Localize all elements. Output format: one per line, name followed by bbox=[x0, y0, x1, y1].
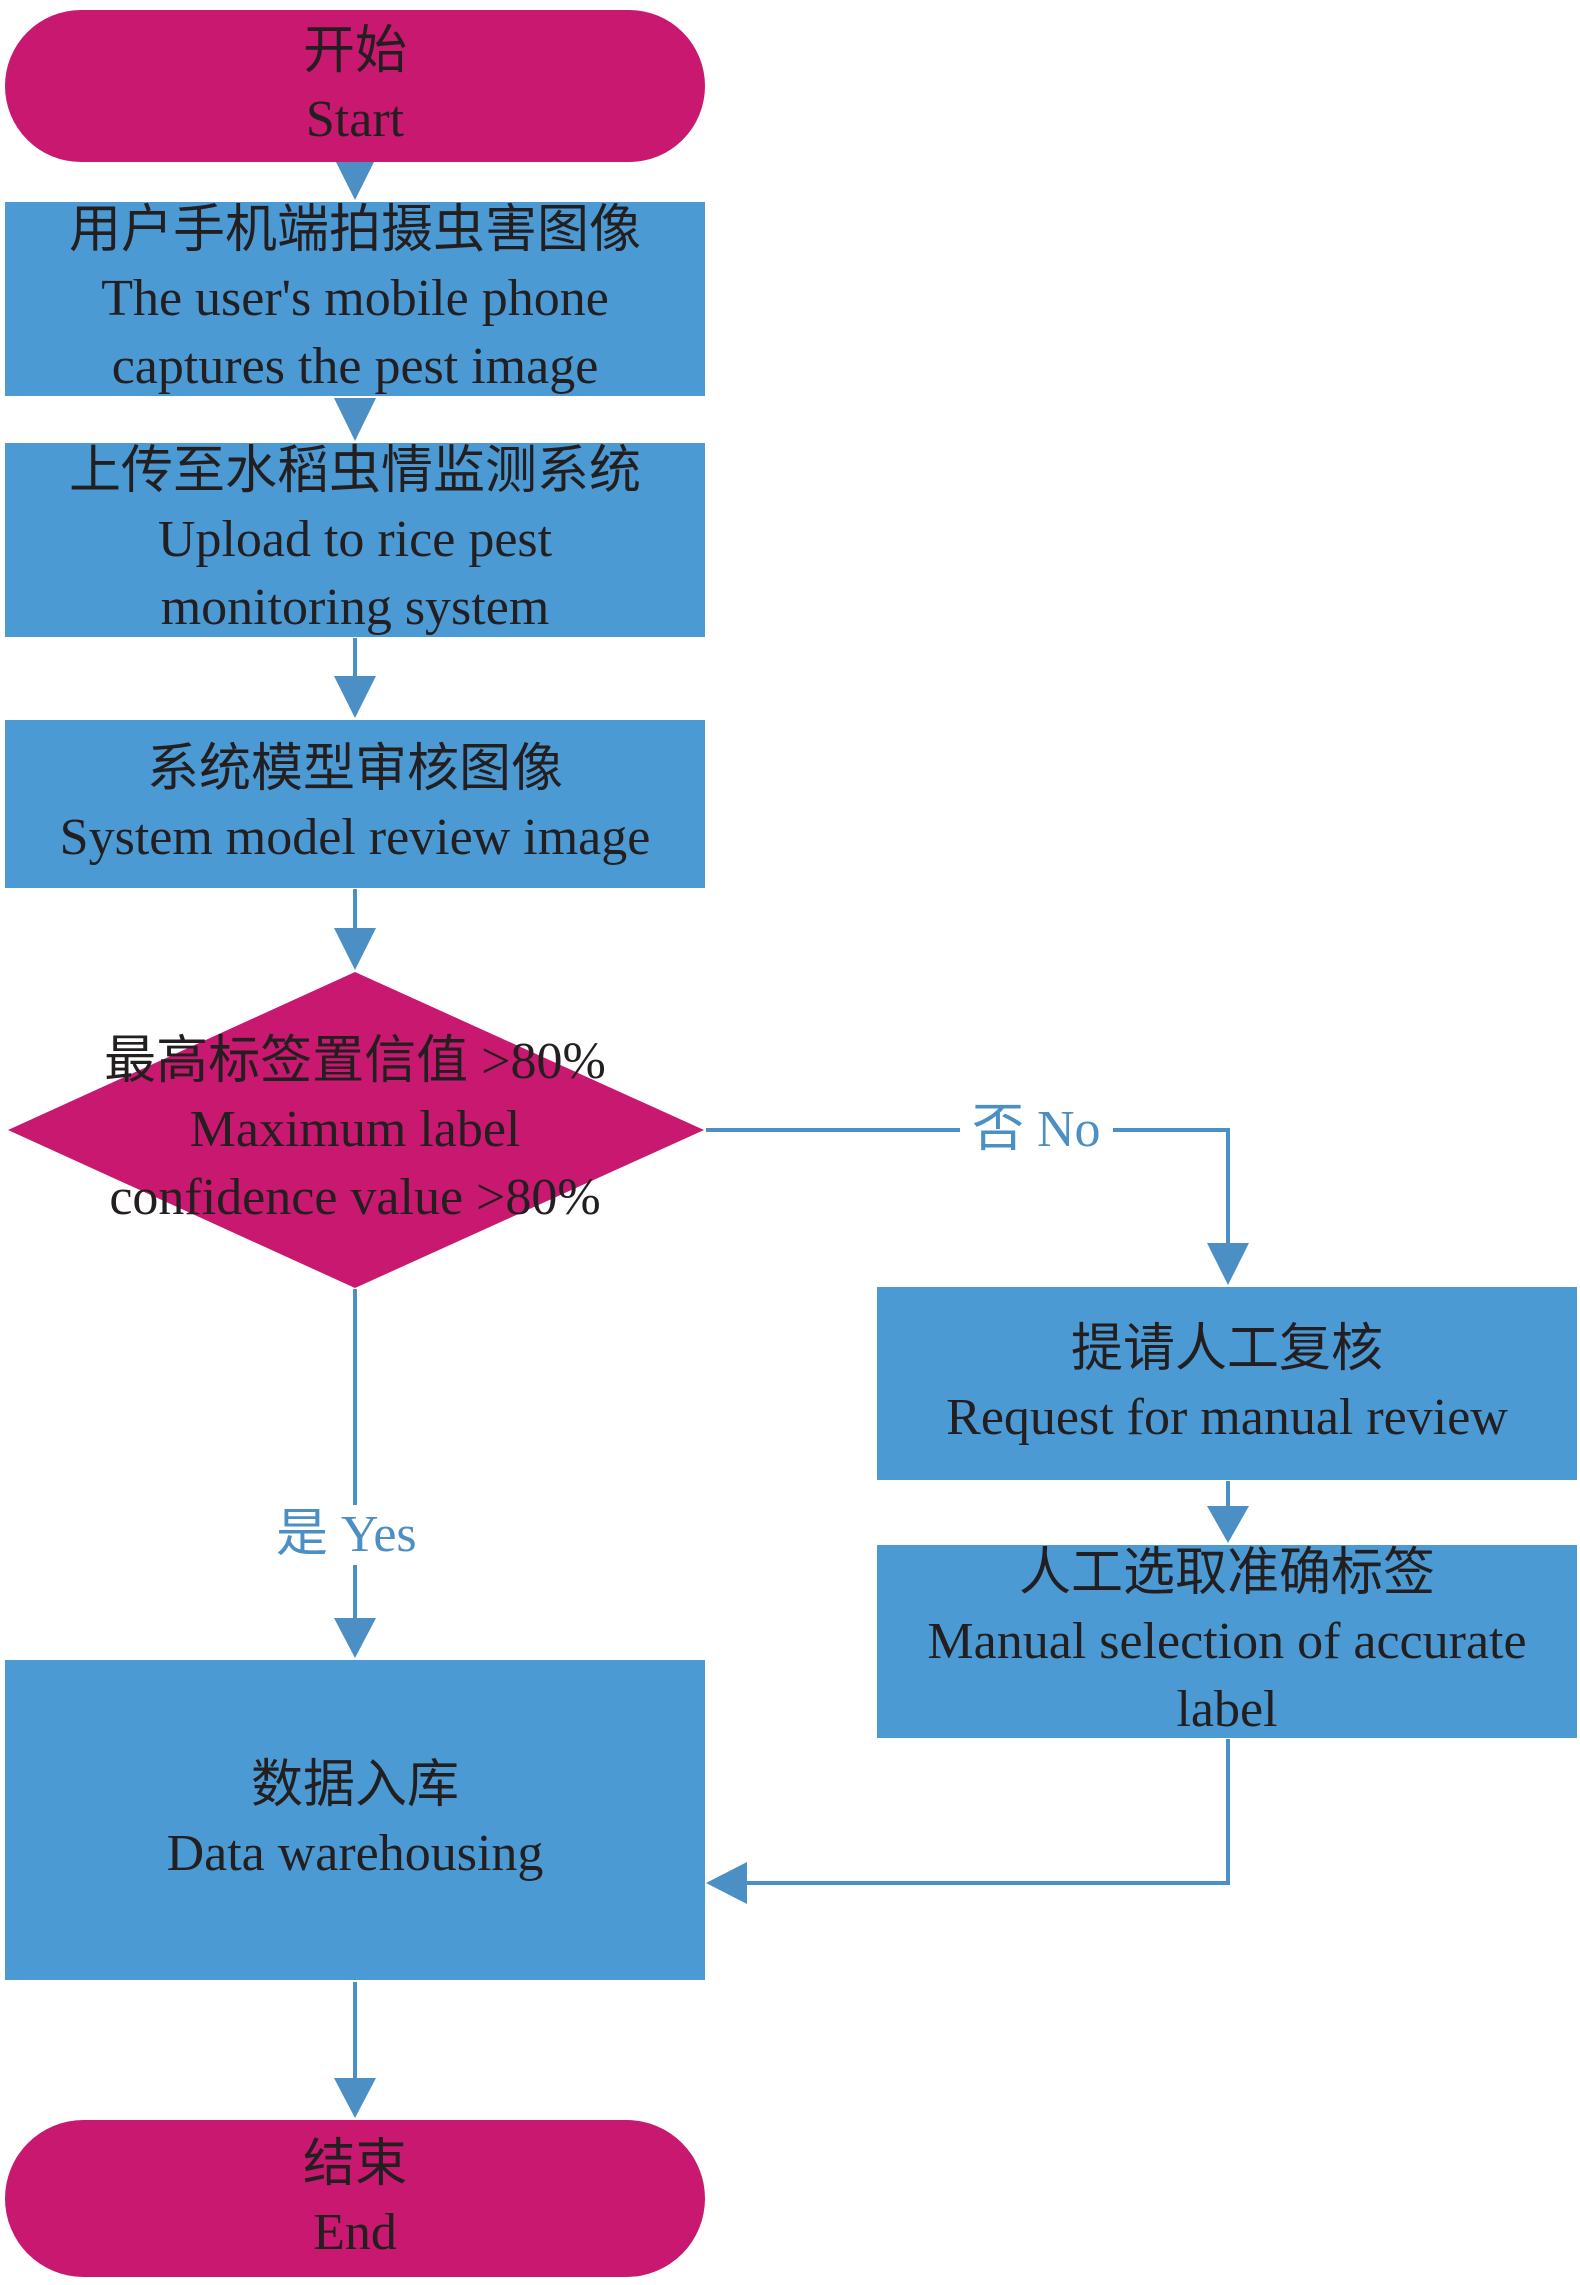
upload-label-zh: 上传至水稻虫情监测系统 bbox=[68, 443, 641, 500]
capture-label-zh: 用户手机端拍摄虫害图像 bbox=[68, 202, 641, 259]
model-review-step: 系统模型审核图像 System model review image bbox=[5, 720, 705, 888]
warehouse-label-en: Data warehousing bbox=[166, 1825, 544, 1882]
arrow-review-to-decision bbox=[334, 889, 376, 970]
capture-image-step: 用户手机端拍摄虫害图像 The user's mobile phone capt… bbox=[5, 202, 705, 396]
start-terminal: 开始 Start bbox=[5, 10, 705, 162]
start-label-en: Start bbox=[305, 91, 405, 148]
decision-label-en-1: Maximum label bbox=[189, 1101, 521, 1158]
arrow-capture-to-upload bbox=[334, 398, 376, 441]
manual-label-selection-step: 人工选取准确标签 Manual selection of accurate la… bbox=[877, 1545, 1577, 1738]
manual-request-label-en: Request for manual review bbox=[946, 1388, 1508, 1446]
arrow-upload-to-review bbox=[334, 638, 376, 718]
decision-label: 最高标签置信值 >80% Maximum label confidence va… bbox=[0, 1028, 710, 1232]
arrow-decision-no-branch bbox=[706, 1128, 1249, 1285]
arrow-request-to-select bbox=[1207, 1481, 1249, 1543]
manual-select-label-zh: 人工选取准确标签 bbox=[1018, 1544, 1435, 1602]
upload-label-en-2: monitoring system bbox=[160, 579, 550, 636]
arrow-warehouse-to-end bbox=[334, 1982, 376, 2118]
upload-step: 上传至水稻虫情监测系统 Upload to rice pest monitori… bbox=[5, 443, 705, 637]
end-label-zh: 结束 bbox=[302, 2135, 407, 2193]
end-label-en: End bbox=[313, 2203, 397, 2261]
arrow-select-to-warehouse bbox=[706, 1739, 1230, 1904]
manual-select-label-en-2: label bbox=[1176, 1680, 1278, 1738]
capture-label-en-1: The user's mobile phone bbox=[101, 270, 609, 327]
arrow-decision-yes-branch bbox=[334, 1289, 376, 1658]
arrow-start-to-capture bbox=[334, 158, 376, 200]
review-label-zh: 系统模型审核图像 bbox=[146, 741, 563, 798]
no-branch-label: 否 No bbox=[960, 1100, 1113, 1160]
yes-branch-label: 是 Yes bbox=[264, 1505, 429, 1565]
end-terminal: 结束 End bbox=[5, 2120, 705, 2277]
decision-label-en-2: confidence value >80% bbox=[109, 1169, 601, 1226]
data-warehousing-step: 数据入库 Data warehousing bbox=[5, 1660, 705, 1980]
upload-label-en-1: Upload to rice pest bbox=[157, 511, 553, 568]
capture-label-en-2: captures the pest image bbox=[111, 338, 599, 395]
manual-review-request-step: 提请人工复核 Request for manual review bbox=[877, 1287, 1577, 1480]
start-label-zh: 开始 bbox=[302, 23, 407, 80]
manual-request-label-zh: 提请人工复核 bbox=[1070, 1320, 1383, 1378]
manual-select-label-en-1: Manual selection of accurate bbox=[927, 1612, 1527, 1670]
decision-diamond bbox=[8, 972, 704, 1288]
warehouse-label-zh: 数据入库 bbox=[250, 1757, 459, 1814]
review-label-en: System model review image bbox=[59, 809, 651, 866]
decision-label-zh: 最高标签置信值 >80% bbox=[104, 1033, 606, 1090]
